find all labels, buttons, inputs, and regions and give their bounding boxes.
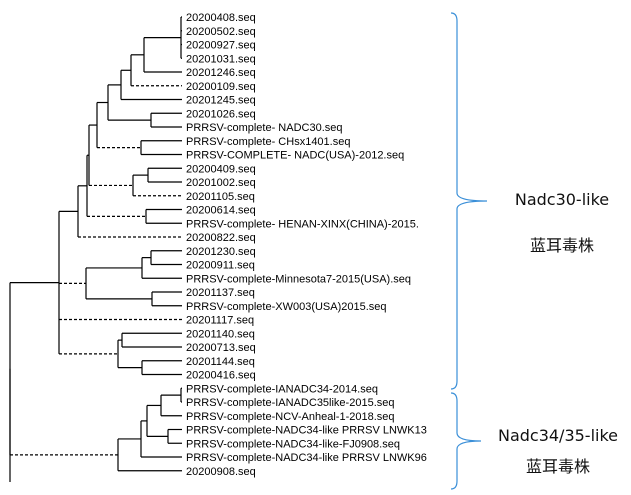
group-label-nadc30: Nadc30-like — [514, 190, 610, 209]
leaf-label: 20200822.seq — [186, 232, 256, 244]
leaf-label: PRRSV-COMPLETE- NADC(USA)-2012.seq — [186, 150, 404, 162]
leaf-label: 20201002.seq — [186, 177, 256, 189]
leaf-label: PRRSV-complete-NADC34-like-FJ0908.seq — [186, 438, 400, 450]
leaf-label: PRRSV-complete-NCV-Anheal-1-2018.seq — [186, 411, 395, 423]
leaf-label: 20201105.seq — [186, 191, 255, 203]
leaf-label: 20200409.seq — [186, 163, 256, 175]
leaf-label: 20201245.seq — [186, 95, 256, 107]
leaf-label: PRRSV-complete- CHsx1401.seq — [186, 136, 350, 148]
leaf-label: 20201246.seq — [186, 67, 256, 79]
tree-branches — [9, 16, 182, 482]
group-subtitle-nadc30: 蓝耳毒株 — [529, 236, 594, 255]
leaf-label: 20201026.seq — [186, 108, 256, 120]
leaf-label: 20200911.seq — [186, 260, 255, 272]
leaf-label: PRRSV-complete-IANADC34-2014.seq — [186, 383, 378, 395]
leaf-label: 20200502.seq — [186, 26, 256, 38]
group-label-nadc34-35: Nadc34/35-like — [497, 426, 619, 445]
brace-nadc34-35 — [450, 392, 482, 490]
leaf-label: PRRSV-complete-NADC34-like PRRSV LNWK13 — [186, 425, 427, 437]
leaf-label: 20201137.seq — [186, 287, 255, 299]
leaf-label: PRRSV-complete-NADC34-like PRRSV LNWK96 — [186, 452, 427, 464]
leaf-label: 20200908.seq — [186, 466, 256, 478]
leaf-label: PRRSV-complete- NADC30.seq — [186, 122, 343, 134]
leaf-label: 20201140.seq — [186, 328, 255, 340]
leaf-label: 20201144.seq — [186, 356, 255, 368]
leaf-label: PRRSV-complete-Minnesota7-2015(USA).seq — [186, 273, 411, 285]
leaf-label: 20200416.seq — [186, 370, 256, 382]
leaf-label: PRRSV-complete- HENAN-XINX(CHINA)-2015. — [186, 218, 419, 230]
brace-nadc30 — [450, 12, 488, 390]
clade-braces — [450, 12, 488, 490]
leaf-label: 20200614.seq — [186, 205, 256, 217]
leaf-label: 20201117.seq — [186, 315, 254, 327]
leaf-label: 20200927.seq — [186, 40, 256, 52]
leaf-label: PRRSV-complete-XW003(USA)2015.seq — [186, 301, 387, 313]
leaf-label: PRRSV-complete-IANADC35like-2015.seq — [186, 397, 394, 409]
leaf-label: 20200713.seq — [186, 342, 256, 354]
leaf-label: 20200109.seq — [186, 81, 256, 93]
leaf-label: 20201230.seq — [186, 246, 256, 258]
leaf-label: 20201031.seq — [186, 53, 256, 65]
group-subtitle-nadc34-35: 蓝耳毒株 — [525, 457, 590, 476]
leaf-labels: 20200408.seq20200502.seq20200927.seq2020… — [186, 12, 427, 478]
leaf-label: 20200408.seq — [186, 12, 256, 24]
